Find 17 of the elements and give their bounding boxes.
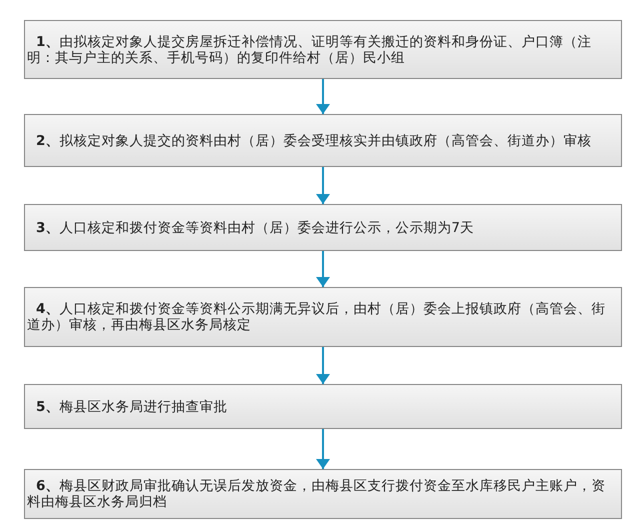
process-box: [24, 469, 622, 519]
step-text: 2、拟核定对象人提交的资料由村（居）委会受理核实并由镇政府（高管会、街道办）审核: [35, 132, 592, 148]
arrow: [316, 347, 330, 384]
arrow: [316, 429, 330, 469]
process-box: [24, 384, 622, 429]
step-text: 1、由拟核定对象人提交房屋拆迁补偿情况、证明等有关搬迁的资料和身份证、户口簿（注明：其与户主的关系、手机号码）的复印件给村（居）民小组: [26, 34, 592, 66]
step-text: 3、人口核定和拨付资金等资料由村（居）委会进行公示，公示期为7天: [35, 220, 475, 236]
process-box: [24, 204, 622, 251]
process-box: [24, 287, 622, 347]
arrow: [316, 167, 330, 204]
step-text: 4、人口核定和拨付资金等资料公示期满无异议后，由村（居）委会上报镇政府（高管会、街道办）审核，再由梅县区水务局核定: [26, 301, 606, 333]
arrow: [316, 79, 330, 114]
process-box: [24, 114, 622, 167]
process-box: [24, 20, 622, 79]
step-text: 5、梅县区水务局进行抽查审批: [35, 398, 228, 414]
arrow: [316, 251, 330, 287]
step-text: 6、梅县区财政局审批确认无误后发放资金，由梅县区支行拨付资金至水库移民户主账户，资料由梅县区水务局归档: [26, 478, 606, 510]
